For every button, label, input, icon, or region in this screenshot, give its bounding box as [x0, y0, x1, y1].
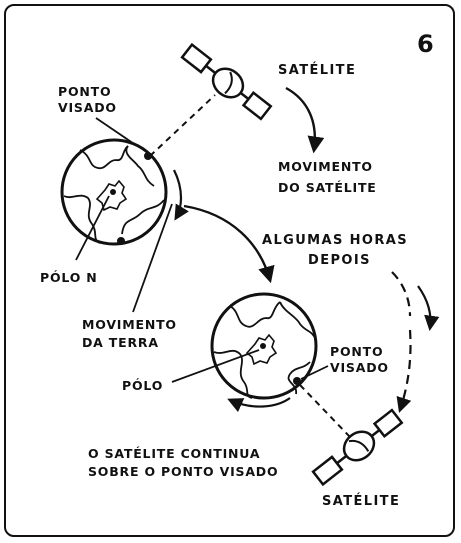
sightline-top	[149, 94, 216, 157]
target-point-bottom-line2: VISADO	[330, 360, 389, 375]
earth-rotation-arrow-1	[173, 169, 189, 221]
pole-leader	[171, 349, 260, 383]
earth-later	[210, 292, 318, 400]
satellite-path-arrow	[417, 285, 440, 332]
target-point-top-line2: VISADO	[58, 100, 117, 115]
satellite-path-dashed-2	[396, 329, 412, 413]
satellite-motion-arrow	[285, 86, 325, 154]
satellite-bottom-icon	[311, 408, 404, 487]
caption-line2: SOBRE O PONTO VISADO	[88, 464, 278, 479]
pole-label: PÓLO	[122, 378, 163, 393]
earth-initial	[60, 138, 168, 246]
satellite-motion-line1: MOVIMENTO	[278, 159, 373, 174]
target-point-bottom-leader	[300, 365, 329, 380]
earth-motion-line1: MOVIMENTO	[82, 317, 177, 332]
satellite-bottom-label: SATÉLITE	[322, 493, 400, 509]
north-pole-label: PÓLO N	[40, 270, 98, 285]
transition-arrow	[183, 204, 275, 284]
satellite-path-dashed-1	[391, 271, 412, 317]
earth-motion-line2: DA TERRA	[82, 335, 159, 350]
earth-motion-leader	[132, 203, 173, 313]
north-pole-leader	[75, 195, 110, 261]
satellite-motion-line2: DO SATÉLITE	[278, 180, 377, 195]
figure-frame	[4, 4, 455, 537]
earth-rotation-arrow-2	[227, 397, 291, 413]
target-point-top-line1: PONTO	[58, 84, 111, 99]
hours-later-line1: ALGUMAS HORAS	[262, 233, 408, 248]
target-point-bottom-line1: PONTO	[330, 344, 383, 359]
satellite-top-label: SATÉLITE	[278, 62, 356, 78]
figure-number: 6	[417, 30, 434, 58]
caption-line1: O SATÉLITE CONTINUA	[88, 446, 260, 461]
sightline-bottom	[299, 384, 351, 438]
hours-later-line2: DEPOIS	[308, 253, 371, 268]
satellite-top-icon	[180, 42, 273, 121]
